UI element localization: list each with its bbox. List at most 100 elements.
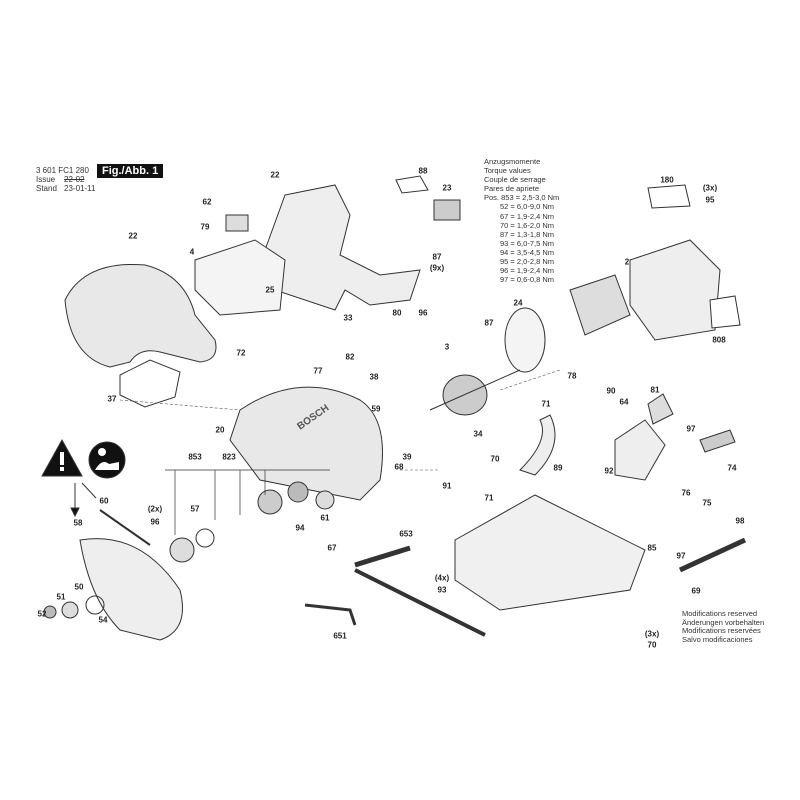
part-callout: 22: [128, 231, 138, 241]
part-callout: 2: [624, 257, 630, 267]
part-callout: 57: [190, 504, 200, 514]
part-callout: 62: [202, 197, 212, 207]
part-callout: 4: [189, 247, 195, 257]
part-callout: 87: [432, 252, 442, 262]
switch: [225, 214, 249, 232]
part-callout: 20: [215, 425, 225, 435]
part-callout: 64: [619, 397, 629, 407]
part-callout: (4x): [434, 573, 450, 583]
torque-row: 52 = 6,0-9,0 Nm: [500, 202, 554, 212]
torque-title-es: Pares de apriete: [484, 184, 540, 194]
torque-row: 87 = 1,3-1,8 Nm: [500, 229, 554, 239]
part-callout: 75: [702, 498, 712, 508]
part-callout: (2x): [147, 504, 163, 514]
part-callout: 74: [727, 463, 737, 473]
part-callout: 59: [371, 404, 381, 414]
part-callout: 71: [484, 493, 494, 503]
part-callout: 34: [473, 429, 483, 439]
housing-right: [264, 184, 421, 311]
issue-value: 22-02: [64, 175, 85, 184]
part-callout: 90: [606, 386, 616, 396]
part-callout: 89: [553, 463, 563, 473]
lower-guard: [79, 538, 183, 641]
part-callout: 97: [686, 424, 696, 434]
torque-row: 97 = 0,6-0,8 Nm: [500, 275, 554, 285]
part-callout: 97: [676, 551, 686, 561]
part-callout: 94: [295, 523, 305, 533]
torque-table: Anzugsmomente Torque values Couple de se…: [484, 157, 559, 284]
part-number: 3 601 FC1 280: [36, 166, 89, 175]
part-callout: 180: [660, 175, 674, 185]
mod-de: Änderungen vorbehalten: [682, 617, 765, 627]
torque-row: 67 = 1,9-2,4 Nm: [500, 211, 554, 221]
part-callout: 77: [313, 366, 323, 376]
torque-row: 853 = 2,5-3,0 Nm: [501, 193, 560, 203]
part-callout: 85: [647, 543, 657, 553]
part-callout: 50: [74, 582, 84, 592]
part-callout: 651: [333, 631, 347, 641]
part-callout: 52: [37, 609, 47, 619]
figure-badge: Fig./Abb. 1: [97, 164, 164, 178]
mod-de-en: Modifications reserved: [682, 609, 758, 618]
torque-row: 96 = 1,9-2,4 Nm: [500, 266, 554, 276]
part-callout: 54: [98, 615, 108, 625]
part-callout: 68: [394, 462, 404, 472]
part-callout: 60: [99, 496, 109, 506]
part-callout: (3x): [702, 183, 718, 193]
issue-label: Issue: [36, 175, 56, 184]
part-callout: 98: [735, 516, 745, 526]
modifications-note: Modifications reserved Änderungen vorbeh…: [682, 609, 765, 644]
part-callout: 87: [484, 318, 494, 328]
part-callout: 61: [320, 513, 330, 523]
torque-row: 95 = 2,0-2,8 Nm: [500, 257, 554, 267]
torque-title-de: Anzugsmomente: [484, 157, 541, 166]
part-callout: 67: [327, 543, 337, 553]
part-callout: 823: [222, 452, 236, 462]
mod-fr: Modifications reservées: [682, 626, 761, 636]
part-callout: 78: [567, 371, 577, 381]
mod-es: Salvo modificaciones: [682, 634, 753, 644]
part-callout: 96: [150, 517, 160, 527]
torque-prefix: Pos.: [484, 193, 500, 203]
read-manual-icon: [88, 441, 126, 479]
torque-title-en: Torque values: [484, 166, 531, 176]
part-callout: 95: [705, 195, 715, 205]
part-callout: 76: [681, 488, 691, 498]
housing-left: [64, 263, 217, 408]
part-callout: 25: [265, 285, 275, 295]
part-callout: 88: [418, 166, 428, 176]
part-callout: 72: [236, 348, 246, 358]
part-callout: 82: [345, 352, 355, 362]
part-callout: 93: [437, 585, 447, 595]
part-callout: 24: [513, 298, 523, 308]
part-callout: 70: [647, 640, 657, 650]
part-callout: 91: [442, 481, 452, 491]
base-plate: [454, 494, 646, 611]
part-callout: 37: [107, 394, 117, 404]
part-callout: 22: [270, 170, 280, 180]
part-callout: 39: [402, 452, 412, 462]
electronics-module: [194, 239, 286, 316]
part-callout: 853: [188, 452, 202, 462]
part-callout: (3x): [644, 629, 660, 639]
motor-housing: [629, 239, 721, 341]
part-callout: 80: [392, 308, 402, 318]
part-callout: 70: [490, 454, 500, 464]
torque-row: 93 = 6,0-7,5 Nm: [500, 238, 554, 248]
part-callout: 3: [444, 342, 450, 352]
part-callout: 69: [691, 586, 701, 596]
part-callout: 79: [200, 222, 210, 232]
part-callout: (9x): [429, 263, 445, 273]
part-callout: 71: [541, 399, 551, 409]
part-callout: 81: [650, 385, 660, 395]
part-callout: 33: [343, 313, 353, 323]
part-callout: 92: [604, 466, 614, 476]
warning-icon: [41, 438, 83, 477]
stand-value: 23-01-11: [64, 184, 96, 193]
part-callout: 653: [399, 529, 413, 539]
torque-row: 70 = 1,6-2,0 Nm: [500, 220, 554, 230]
stand-label: Stand: [36, 184, 57, 193]
part-callout: 23: [442, 183, 452, 193]
part-callout: 96: [418, 308, 428, 318]
